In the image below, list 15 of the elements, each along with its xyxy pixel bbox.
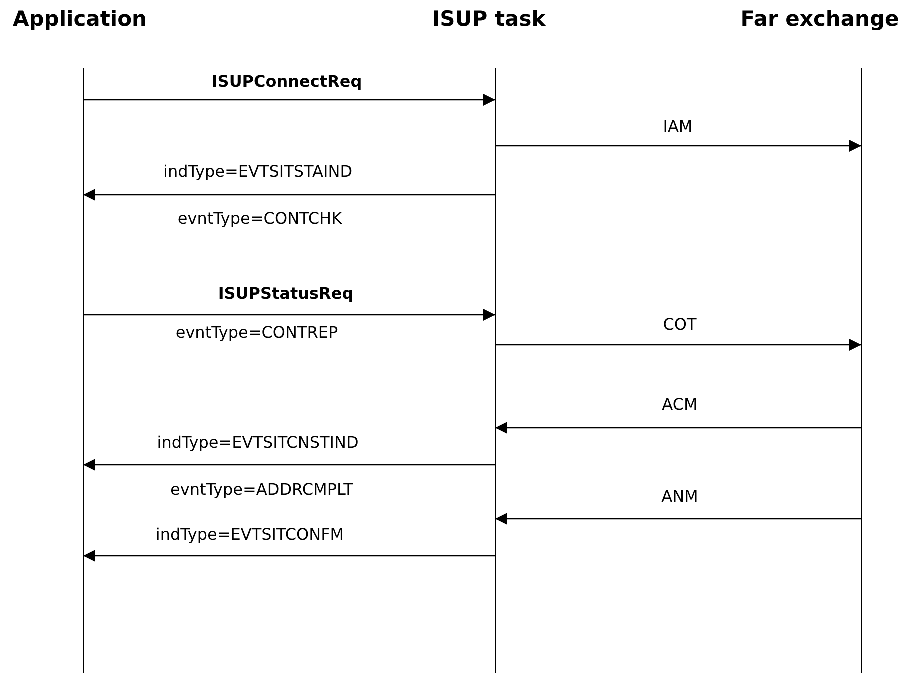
- participant-heading: Far exchange: [740, 6, 900, 33]
- arrow: [84, 459, 496, 471]
- arrow: [496, 339, 862, 351]
- arrow: [84, 189, 496, 201]
- arrow: [496, 140, 862, 152]
- arrow: [496, 422, 862, 434]
- participant-heading: ISUP task: [431, 6, 547, 33]
- participant-heading: Application: [12, 6, 148, 33]
- arrow: [84, 94, 496, 106]
- parameter-label: evntType=ADDRCMPLT: [168, 480, 356, 500]
- parameter-label: evntType=CONTCHK: [176, 209, 344, 229]
- arrow: [496, 513, 862, 525]
- parameter-label: evntType=CONTREP: [174, 323, 340, 343]
- arrow: [84, 309, 496, 321]
- arrow: [84, 550, 496, 562]
